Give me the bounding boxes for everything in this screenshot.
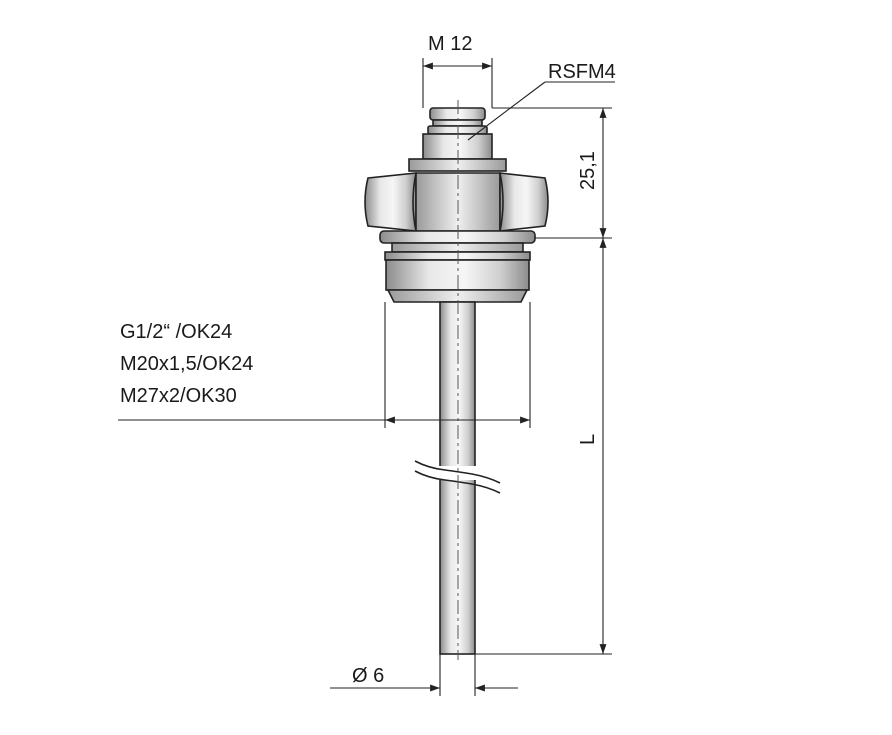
dimension-height: 25,1 xyxy=(492,107,612,239)
dimension-length: L xyxy=(475,238,612,655)
label-rsfm4: RSFM4 xyxy=(548,61,616,83)
label-m12: M 12 xyxy=(428,33,472,55)
dimension-diameter: Ø 6 xyxy=(330,654,518,696)
connector-plug xyxy=(408,107,507,172)
label-thread-g12: G1/2“ /OK24 xyxy=(120,321,232,343)
leader-rsfm4: RSFM4 xyxy=(467,61,616,141)
break-line-top xyxy=(414,460,501,484)
dimension-thread: G1/2“ /OK24 M20x1,5/OK24 M27x2/OK30 xyxy=(118,302,531,428)
label-length: L xyxy=(577,434,599,445)
dimension-m12: M 12 xyxy=(422,33,493,108)
label-thread-m27: M27x2/OK30 xyxy=(120,385,237,407)
break-line-bottom xyxy=(414,470,501,494)
hex-nut xyxy=(364,172,549,232)
label-height: 25,1 xyxy=(577,151,599,190)
label-thread-m20: M20x1,5/OK24 xyxy=(120,353,253,375)
label-diameter: Ø 6 xyxy=(352,665,384,687)
